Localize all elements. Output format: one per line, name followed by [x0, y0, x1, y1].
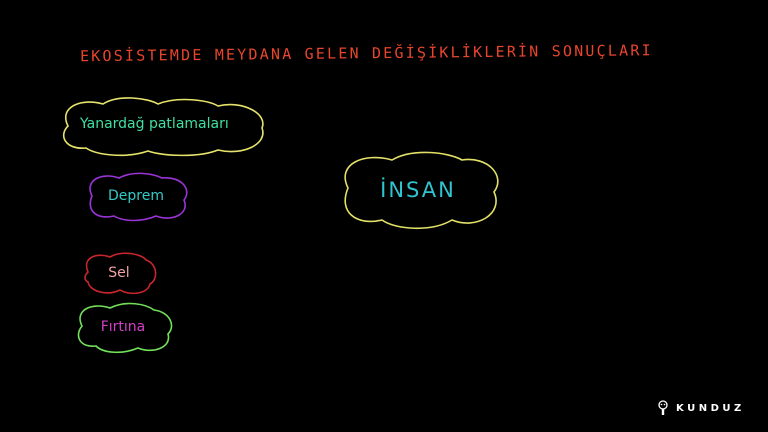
cloud-firtina: Fırtına: [74, 302, 173, 354]
kunduz-logo: KUNDUZ: [656, 400, 745, 416]
cloud-outline: [84, 252, 157, 295]
cloud-outline: [77, 302, 173, 354]
cloud-insan: İNSAN: [336, 151, 500, 230]
cloud-sel: Sel: [82, 252, 157, 295]
cloud-outline: [344, 151, 499, 230]
logo-name: KUNDUZ: [676, 402, 745, 414]
cause-label-sel: Sel: [108, 265, 130, 281]
cloud-outline: [62, 97, 264, 157]
cause-label-yanardag: Yanardağ patlamaları: [80, 116, 229, 132]
beaver-icon: [658, 400, 668, 415]
cloud-outline: [89, 172, 188, 222]
cloud-deprem: Deprem: [84, 172, 188, 222]
board-title: EKOSİSTEMDE MEYDANA GELEN DEĞİŞİKLİKLERİ…: [79, 41, 653, 66]
cause-label-deprem: Deprem: [108, 188, 164, 204]
cause-label-firtina: Fırtına: [100, 319, 146, 335]
cloud-yanardag: Yanardağ patlamaları: [58, 96, 266, 157]
center-label-insan: İNSAN: [380, 178, 456, 202]
